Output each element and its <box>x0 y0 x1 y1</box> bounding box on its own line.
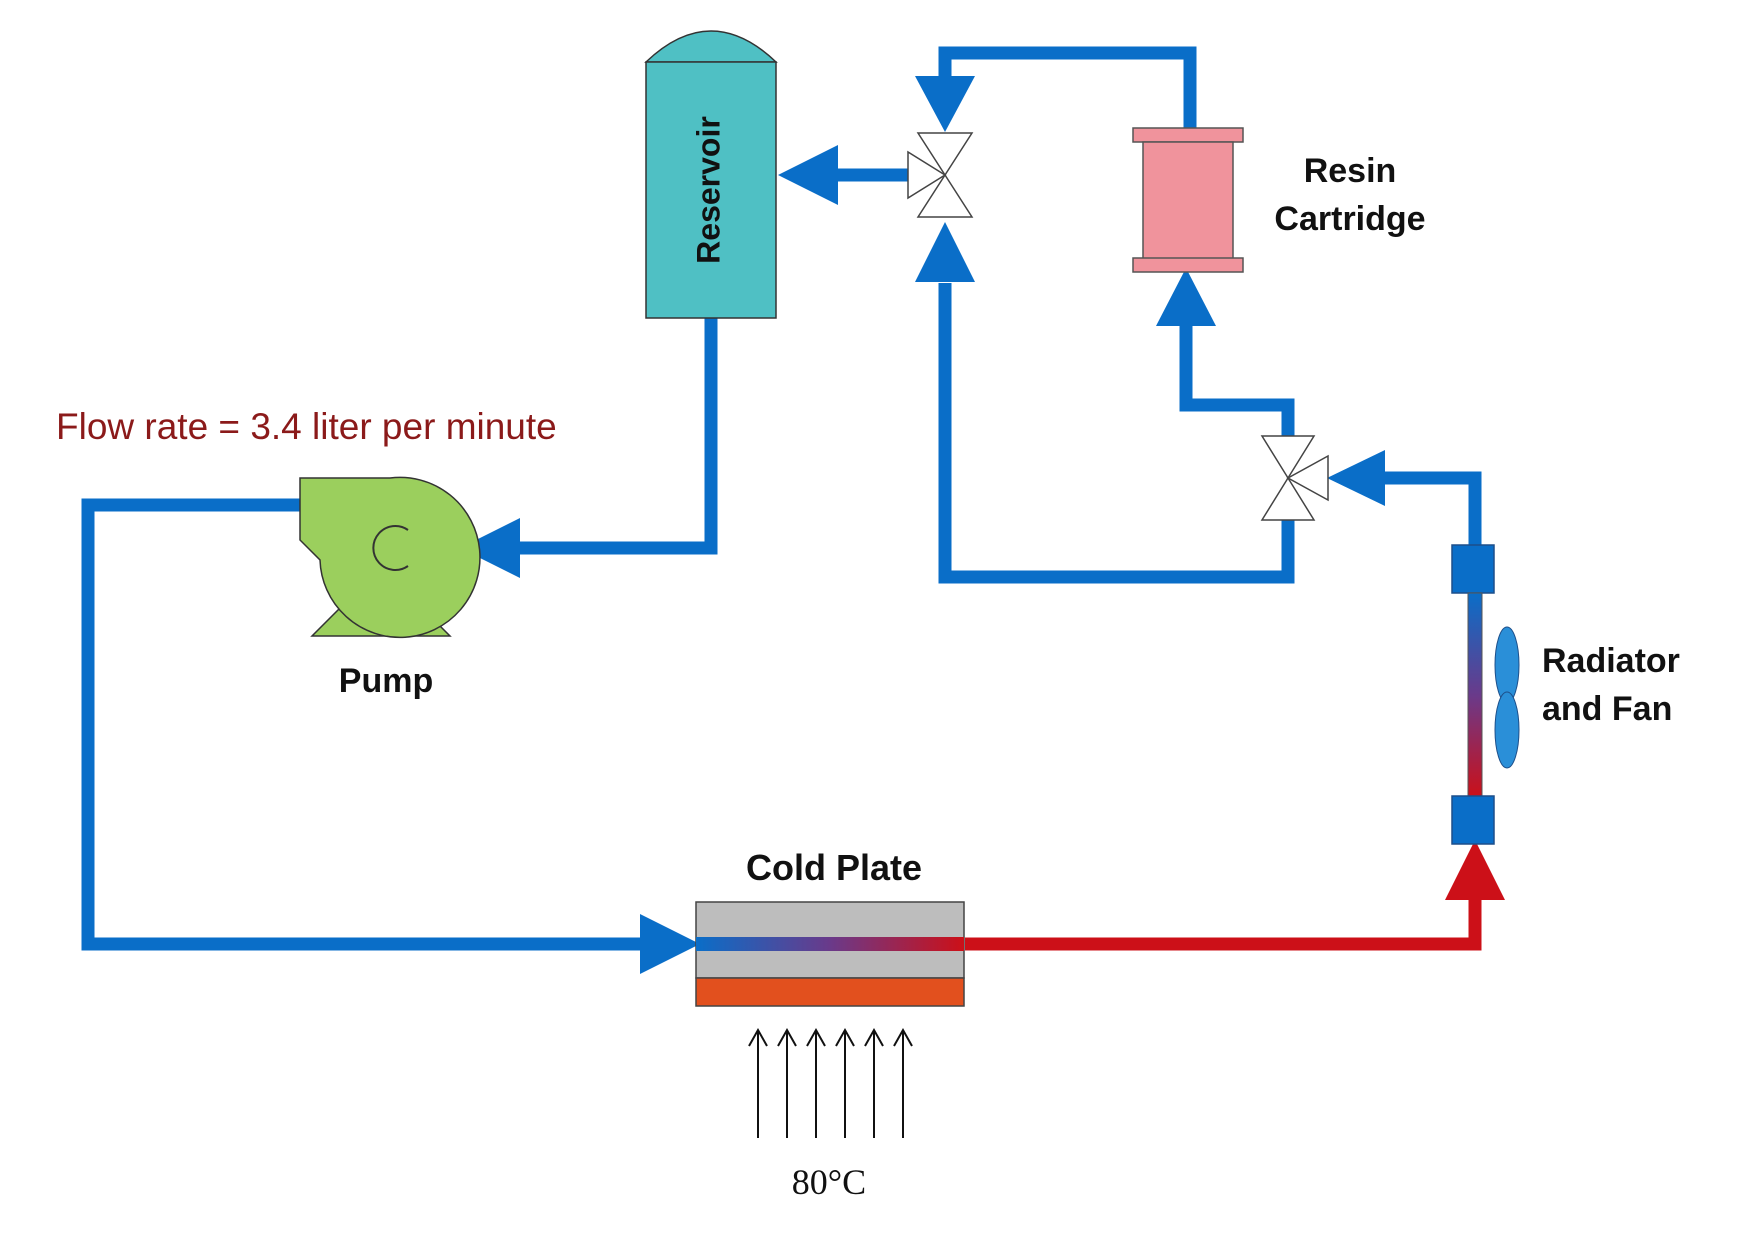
pipe-resin-to-top-valve <box>938 46 1197 128</box>
radiator-core <box>1467 592 1483 799</box>
resin-cartridge-top-cap <box>1132 127 1244 143</box>
heat-arrow-2 <box>777 1027 797 1138</box>
fan-blade-lower <box>1494 691 1520 769</box>
lower-valve-side-triangle <box>1286 454 1329 502</box>
arrow-down-into-top-valve <box>915 76 975 132</box>
pipe-hot-cold-plate-to-radiator <box>965 895 1482 951</box>
top-valve-upper-triangle <box>916 132 974 177</box>
cold-pipes <box>81 46 1482 951</box>
radiator <box>1451 544 1495 845</box>
pipe-lower-valve-to-resin <box>1179 320 1295 437</box>
heat-input-arrows <box>748 1027 913 1138</box>
radiator-label-line2: and Fan <box>1542 690 1672 728</box>
cold-plate <box>695 901 965 1007</box>
pump-label: Pump <box>339 662 433 700</box>
radiator-label-line1: Radiator <box>1542 642 1680 680</box>
resin-label-line1: Resin <box>1304 152 1397 190</box>
top-valve-lower-triangle <box>916 173 974 218</box>
arrow-into-reservoir <box>778 145 838 205</box>
arrow-into-lower-valve <box>1327 450 1385 506</box>
heat-arrow-1 <box>748 1027 768 1138</box>
arrow-hot-into-radiator <box>1445 840 1505 900</box>
reservoir-dome <box>644 30 778 63</box>
pipe-radiator-to-lower-valve <box>1380 471 1482 545</box>
pump-impeller-icon <box>372 525 409 571</box>
radiator-bottom-block <box>1451 795 1495 845</box>
heat-arrow-6 <box>893 1027 913 1138</box>
reservoir-label: Reservoir <box>690 116 726 264</box>
pipe-reservoir-to-pump <box>510 318 718 555</box>
resin-cartridge-body <box>1142 141 1234 261</box>
lower-valve-lower-triangle <box>1260 476 1316 521</box>
top-three-way-valve <box>907 132 974 218</box>
heat-arrow-4 <box>835 1027 855 1138</box>
arrow-up-into-top-valve <box>915 222 975 282</box>
reservoir-body <box>645 61 777 319</box>
cold-plate-label: Cold Plate <box>746 847 922 888</box>
heat-arrow-5 <box>864 1027 884 1138</box>
resin-label-line2: Cartridge <box>1274 200 1425 238</box>
lower-valve-upper-triangle <box>1260 435 1316 480</box>
resin-cartridge-bottom-cap <box>1132 257 1244 273</box>
arrow-up-into-resin <box>1156 268 1216 326</box>
pump-housing <box>299 476 481 639</box>
heater-layer <box>695 977 965 1007</box>
arrow-into-cold-plate <box>640 914 700 974</box>
radiator-top-block <box>1451 544 1495 594</box>
top-valve-side-triangle <box>907 150 947 200</box>
temperature-label: 80°C <box>792 1162 866 1202</box>
pump <box>299 476 481 639</box>
resin-cartridge <box>1132 127 1244 273</box>
flow-rate-label: Flow rate = 3.4 liter per minute <box>56 406 557 447</box>
pipe-pump-to-cold-plate <box>81 498 645 951</box>
pipe-bypass-loop <box>938 283 1295 584</box>
lower-three-way-valve <box>1260 435 1329 521</box>
arrow-into-pump <box>460 518 520 578</box>
reservoir: Reservoir <box>644 30 778 319</box>
pump-outlet-nozzle <box>454 528 466 570</box>
fan-icon <box>1494 626 1520 769</box>
cold-plate-channel <box>696 937 964 951</box>
heat-arrow-3 <box>806 1027 826 1138</box>
cold-flow-arrows <box>460 76 1385 974</box>
